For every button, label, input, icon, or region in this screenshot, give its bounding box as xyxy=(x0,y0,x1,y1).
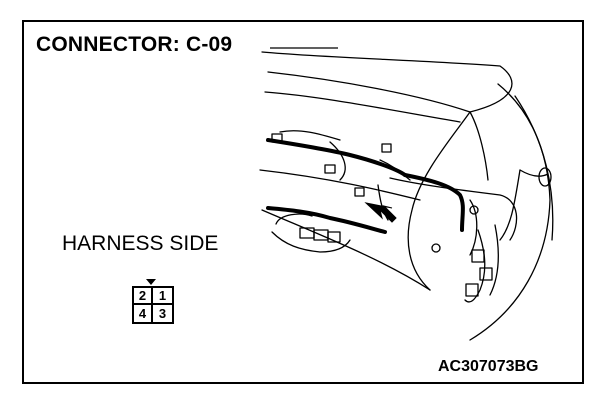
dashboard-outline xyxy=(261,51,513,113)
wire-bundle xyxy=(499,169,521,241)
dashboard-outline xyxy=(469,111,489,181)
pin-label: 2 xyxy=(134,288,153,305)
connector-shape xyxy=(471,249,485,263)
pointer-arrow xyxy=(364,202,397,223)
dashboard-outline xyxy=(261,209,431,291)
connector-shape xyxy=(479,267,493,281)
wire-bundle xyxy=(275,213,313,225)
connector-shape xyxy=(327,231,341,243)
connector-shape xyxy=(354,187,365,197)
wire-bundle xyxy=(403,173,465,232)
wire-bundle xyxy=(377,184,389,221)
wire-bundle xyxy=(266,138,407,177)
wire-bundle xyxy=(379,159,411,181)
wire-bundle xyxy=(279,130,341,141)
connector-shape xyxy=(538,167,552,187)
wire-bundle xyxy=(271,231,351,253)
wire-bundle xyxy=(489,224,499,296)
pin-label: 3 xyxy=(158,306,167,321)
diagram-frame xyxy=(22,20,584,384)
wire-bundle xyxy=(266,206,387,234)
connector-shape xyxy=(324,164,336,174)
connector-shape xyxy=(469,205,479,215)
wire-bundle xyxy=(329,141,346,181)
dashboard-outline xyxy=(259,169,421,201)
dashboard-outline xyxy=(514,95,554,241)
connector-shape xyxy=(431,243,441,253)
dashboard-outline xyxy=(469,83,551,341)
dashboard-outline xyxy=(264,91,461,123)
pin-label: 4 xyxy=(134,305,153,322)
connector-key-mark xyxy=(146,279,156,285)
wire-bundle xyxy=(464,229,486,303)
harness-side-label: HARNESS SIDE xyxy=(62,232,219,255)
dashboard-outline xyxy=(267,71,471,113)
connector-shape xyxy=(465,283,479,297)
connector-shape xyxy=(381,143,392,153)
wire-bundle xyxy=(519,169,549,177)
dashboard-outline xyxy=(407,111,471,291)
figure-code: AC307073BG xyxy=(438,358,539,375)
pin-label: 1 xyxy=(153,288,172,305)
connector-shape xyxy=(271,133,283,143)
connector-pin-diagram: 2 1 4 3 xyxy=(132,286,174,324)
wire-bundle xyxy=(389,177,518,241)
page-title: CONNECTOR: C-09 xyxy=(36,33,233,56)
